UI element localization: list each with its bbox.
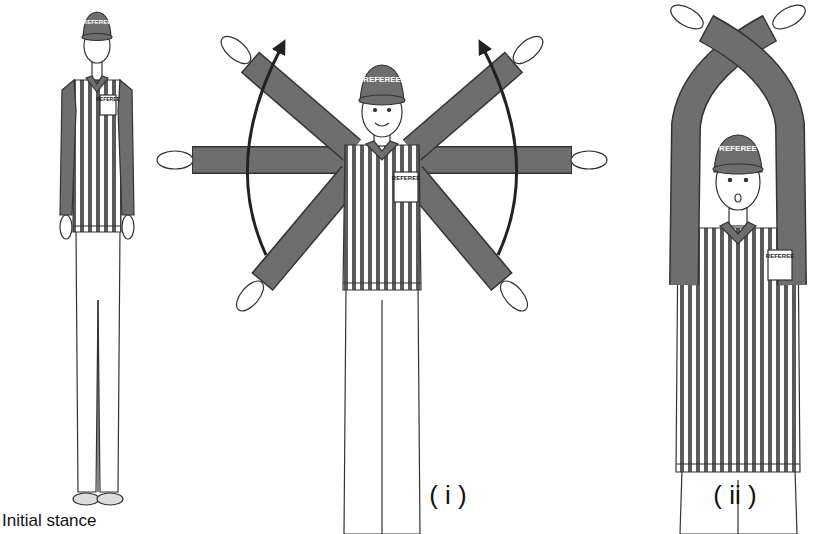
cap-text: REFEREE	[83, 19, 111, 25]
referee-signal-two	[707, 29, 792, 285]
referee-signal-one	[262, 175, 352, 282]
referee-signal-one	[157, 31, 607, 534]
referee-signal-two	[667, 0, 707, 34]
referee-signal-one	[193, 148, 350, 173]
figure-number: ( i )	[429, 482, 467, 508]
referee-signal-two	[720, 222, 756, 244]
motion-arrow	[247, 46, 282, 255]
referee-signal-one	[509, 31, 548, 68]
referee-signal-two	[680, 470, 797, 534]
referee-signal-one	[412, 175, 501, 281]
referee-signal-one	[414, 148, 571, 173]
referee-signal-one	[381, 300, 382, 534]
referee-signal-one	[412, 62, 514, 150]
referee-initial-stance	[60, 80, 76, 215]
referee-signal-two	[769, 0, 809, 34]
referee-initial-stance	[122, 215, 134, 239]
referee-initial-stance	[82, 34, 112, 41]
badge-text: REFEREE	[766, 253, 794, 259]
cap-text: REFEREE	[719, 145, 757, 153]
referee-signal-two	[735, 194, 741, 202]
referee-signal-one	[157, 151, 193, 169]
motion-arrow	[482, 46, 517, 255]
referee-initial-stance	[60, 12, 134, 505]
referee-signal-one	[251, 63, 352, 150]
referee-signal-two	[744, 178, 747, 181]
referee-signal-one	[250, 62, 352, 150]
referee-signal-one	[412, 175, 502, 282]
referee-signal-one	[263, 175, 352, 281]
referee-signal-one	[496, 276, 533, 315]
referee-initial-stance	[97, 493, 123, 505]
referee-initial-stance	[86, 76, 108, 92]
referee-signal-two	[713, 164, 763, 174]
figure-number: ( ii )	[713, 482, 756, 508]
referee-signal-one	[366, 141, 398, 160]
referee-signal-two	[667, 0, 809, 534]
motion-arrow	[247, 46, 516, 255]
referee-signal-one	[343, 282, 421, 283]
referee-signal-one	[232, 276, 269, 315]
referee-signal-one	[412, 63, 513, 150]
badge-text: REFEREE	[392, 175, 420, 181]
referee-signal-one	[388, 109, 391, 112]
referee-signal-one	[414, 146, 572, 174]
referee-signal-one	[217, 31, 256, 68]
referee-initial-stance	[73, 225, 121, 226]
referee-signal-two	[706, 28, 792, 285]
referee-signal-one	[359, 95, 405, 105]
referee-signal-two	[728, 178, 731, 181]
referee-signal-one	[375, 123, 389, 126]
referee-signal-one	[344, 288, 420, 534]
badge-text: REFEREE	[96, 97, 120, 102]
cap-text: REFEREE	[363, 76, 401, 84]
referee-initial-stance	[118, 80, 134, 215]
referee-signal-one	[374, 109, 377, 112]
referee-initial-stance	[60, 215, 72, 239]
referee-signal-one	[571, 151, 607, 169]
referee-signal-two	[684, 28, 792, 285]
referee-initial-stance	[73, 493, 99, 505]
referee-signal-one	[192, 146, 350, 174]
referee-initial-stance	[97, 300, 98, 492]
referee-initial-stance	[76, 230, 120, 492]
referee-signal-one	[343, 145, 421, 290]
referee-initial-stance	[73, 80, 121, 232]
figure-caption: Initial stance	[2, 512, 97, 529]
referee-signal-two	[676, 463, 800, 464]
